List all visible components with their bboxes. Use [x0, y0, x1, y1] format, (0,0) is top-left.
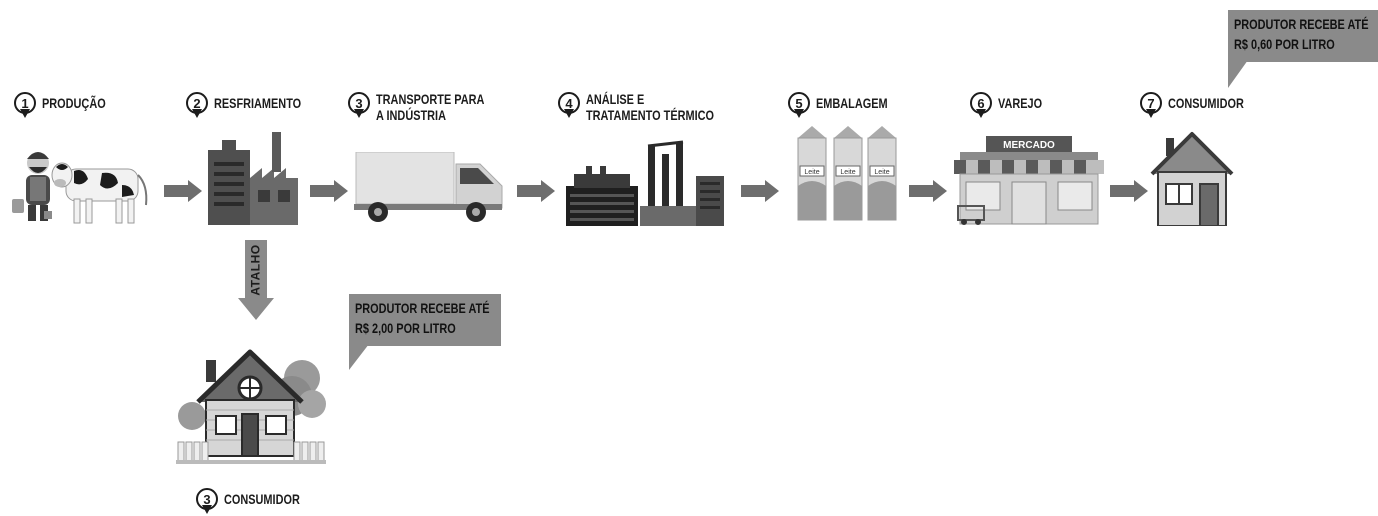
step-5-title: EMBALAGEM: [816, 95, 888, 111]
farmer-cow-icon: [12, 152, 148, 224]
carton-label: Leite: [874, 169, 889, 176]
industrial-plant-icon: [566, 140, 724, 226]
pin-marker-icon: 5: [788, 92, 810, 120]
flow-arrow-icon: [1110, 180, 1148, 202]
pin-marker-icon: 3: [196, 488, 218, 516]
callout-pointer-icon: [1228, 60, 1248, 88]
shortcut-consumer-label: 3 CONSUMIDOR: [196, 488, 321, 516]
step-1-title: PRODUÇÃO: [42, 95, 106, 111]
house-icon: [1150, 132, 1234, 226]
pin-marker-icon: 6: [970, 92, 992, 120]
carton-label: Leite: [840, 169, 855, 176]
flow-arrow-icon: [310, 180, 348, 202]
truck-icon: [354, 152, 503, 222]
factory-icon: [208, 132, 298, 225]
shortcut-arrow: ATALHO: [238, 240, 274, 320]
step-1-label: 1 PRODUÇÃO: [14, 92, 124, 120]
flow-arrow-icon: [517, 180, 555, 202]
shortcut-label: ATALHO: [249, 244, 263, 296]
callout-long-chain: PRODUTOR RECEBE ATÉ R$ 0,60 POR LITRO: [1228, 10, 1378, 62]
callout-shortcut: PRODUTOR RECEBE ATÉ R$ 2,00 POR LITRO: [349, 294, 501, 346]
market-sign: MERCADO: [1003, 140, 1055, 151]
step-2-label: 2 RESFRIAMENTO: [186, 92, 326, 120]
step-6-title: VAREJO: [998, 95, 1043, 111]
market-store-icon: MERCADO: [954, 136, 1104, 225]
milk-cartons-icon: Leite Leite Leite: [797, 126, 897, 221]
country-house-icon: [176, 349, 326, 464]
pin-marker-icon: 1: [14, 92, 36, 120]
shortcut-consumer-title: CONSUMIDOR: [224, 491, 300, 507]
step-2-title: RESFRIAMENTO: [214, 95, 302, 111]
pin-marker-icon: 4: [558, 92, 580, 120]
pin-marker-icon: 3: [348, 92, 370, 120]
step-7-label: 7 CONSUMIDOR: [1140, 92, 1265, 120]
down-arrow-icon: [238, 240, 274, 320]
carton-label: Leite: [804, 169, 819, 176]
step-6-label: 6 VAREJO: [970, 92, 1055, 120]
callout-pointer-icon: [349, 344, 369, 370]
step-7-title: CONSUMIDOR: [1168, 95, 1244, 111]
pin-marker-icon: 7: [1140, 92, 1162, 120]
flow-arrow-icon: [164, 180, 202, 202]
pin-marker-icon: 2: [186, 92, 208, 120]
flow-arrow-icon: [741, 180, 779, 202]
step-5-label: 5 EMBALAGEM: [788, 92, 908, 120]
flow-arrow-icon: [909, 180, 947, 202]
